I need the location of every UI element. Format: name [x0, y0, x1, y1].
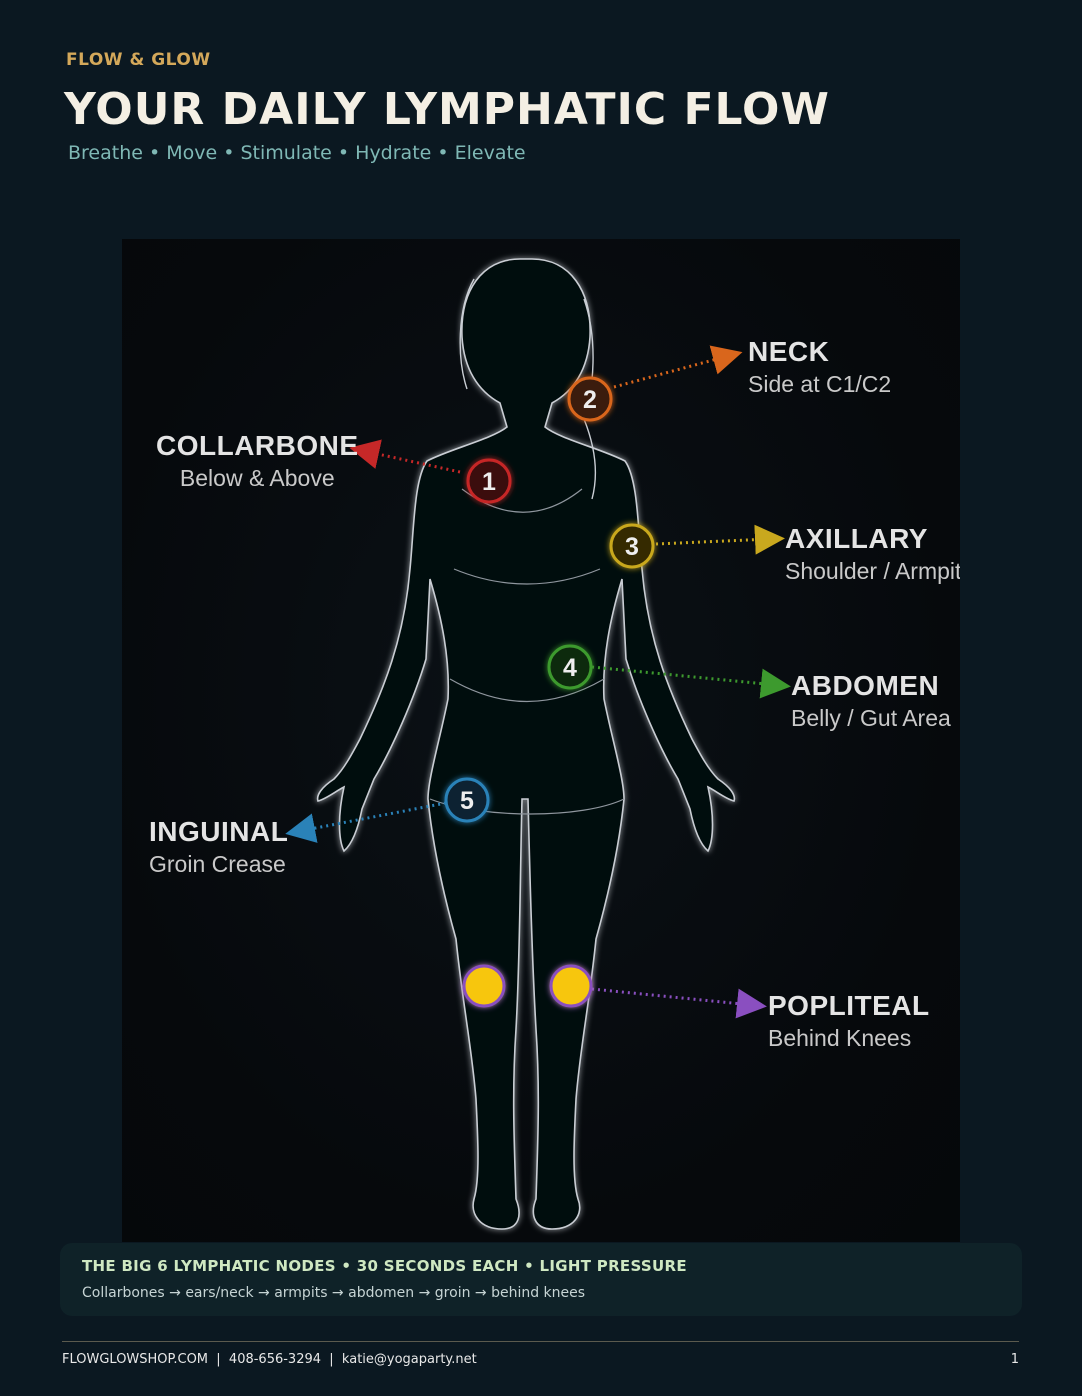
node-number-2: 2 [583, 386, 597, 414]
node-number-4: 4 [563, 654, 577, 682]
neck-pointer [613, 345, 743, 389]
page-title: YOUR DAILY LYMPHATIC FLOW [64, 84, 830, 135]
collarbone-pointer [349, 439, 461, 474]
axillary-pointer [655, 524, 785, 555]
popliteal-label: POPLITEAL Behind Knees [768, 990, 930, 1052]
abdomen-detail: Belly / Gut Area [791, 705, 951, 731]
inguinal-pointer [285, 801, 447, 843]
neck-detail: Side at C1/C2 [748, 371, 892, 397]
footer-divider [62, 1341, 1019, 1342]
abdomen-pointer [591, 665, 791, 699]
brand-label: FLOW & GLOW [66, 50, 211, 70]
node-number-5: 5 [460, 787, 474, 815]
popliteal-detail: Behind Knees [768, 1025, 912, 1051]
axillary-detail: Shoulder / Armpit [785, 558, 960, 584]
axillary-name: AXILLARY [785, 523, 928, 554]
neck-label: NECK Side at C1/C2 [748, 336, 891, 398]
node-marker-4: 4 [547, 644, 593, 690]
instructions-sequence: Collarbones → ears/neck → armpits → abdo… [82, 1285, 586, 1301]
page-number: 1 [1010, 1352, 1019, 1367]
lymph-node-illustration: 1 2 3 4 5 COLLARBONE Below & Above NECK … [122, 239, 960, 1242]
abdomen-name: ABDOMEN [791, 670, 940, 701]
node-marker-1: 1 [466, 458, 512, 504]
body-diagram: 1 2 3 4 5 [285, 258, 791, 1230]
inguinal-label: INGUINAL Groin Crease [149, 816, 288, 878]
node-marker-popliteal [462, 964, 593, 1008]
axillary-label: AXILLARY Shoulder / Armpit [785, 523, 960, 585]
neck-name: NECK [748, 336, 830, 367]
popliteal-name: POPLITEAL [768, 990, 930, 1021]
right-knee-dot [549, 964, 593, 1008]
silhouette [316, 258, 736, 1230]
node-number-3: 3 [625, 533, 639, 561]
collarbone-name: COLLARBONE [156, 430, 359, 461]
inguinal-name: INGUINAL [149, 816, 289, 847]
node-marker-2: 2 [567, 376, 613, 422]
instructions-box: THE BIG 6 LYMPHATIC NODES • 30 SECONDS E… [60, 1243, 1022, 1316]
left-knee-dot [462, 964, 506, 1008]
inguinal-detail: Groin Crease [149, 851, 286, 877]
page-subtitle: Breathe • Move • Stimulate • Hydrate • E… [68, 142, 526, 164]
node-marker-5: 5 [444, 777, 490, 823]
footer-contact: FLOWGLOWSHOP.COM | 408-656-3294 | katie@… [62, 1352, 477, 1367]
node-marker-3: 3 [609, 523, 655, 569]
popliteal-pointer [591, 987, 767, 1019]
collarbone-detail: Below & Above [179, 465, 335, 491]
collarbone-label: COLLARBONE Below & Above [156, 430, 359, 492]
abdomen-label: ABDOMEN Belly / Gut Area [791, 670, 951, 732]
node-number-1: 1 [482, 468, 496, 496]
instructions-heading: THE BIG 6 LYMPHATIC NODES • 30 SECONDS E… [82, 1257, 687, 1275]
